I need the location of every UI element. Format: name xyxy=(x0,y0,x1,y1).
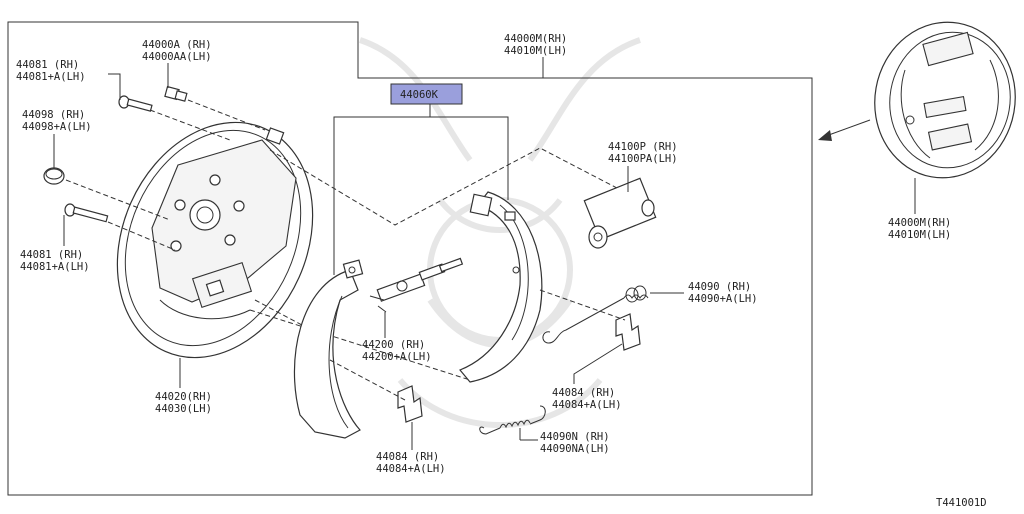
hold-down-clip-left xyxy=(397,385,423,423)
label-clip-right-rh: 44084 (RH) xyxy=(552,387,615,399)
bolt-top xyxy=(118,95,153,112)
nut-top xyxy=(164,85,188,102)
label-bolt-top-lh: 44081+A(LH) xyxy=(16,71,86,83)
label-spring-upper-lh: 44090+A(LH) xyxy=(688,293,758,305)
thumbnail-label-lh: 44010M(LH) xyxy=(888,229,951,241)
label-bolt-top-rh: 44081 (RH) xyxy=(16,59,79,71)
label-backplate-rh: 44020(RH) xyxy=(155,391,212,403)
label-backplate-lh: 44030(LH) xyxy=(155,403,212,415)
brake-shoe-right xyxy=(459,191,543,383)
label-adjuster-lh: 44200+A(LH) xyxy=(362,351,432,363)
label-bolt-bottom-lh: 44081+A(LH) xyxy=(20,261,90,273)
assembled-brake-thumbnail xyxy=(874,21,1016,179)
leader-shoe-set xyxy=(333,104,509,275)
label-nut-top-rh: 44000A (RH) xyxy=(142,39,212,51)
thumbnail-arrow xyxy=(825,119,871,137)
thumbnail-label-rh: 44000M(RH) xyxy=(888,217,951,229)
rubber-plug xyxy=(43,167,65,185)
return-spring-lower xyxy=(479,405,546,435)
assembly-label-rh: 44000M(RH) xyxy=(504,33,567,45)
assembly-frame xyxy=(7,21,813,496)
label-bolt-bottom-rh: 44081 (RH) xyxy=(20,249,83,261)
return-spring-upper xyxy=(542,285,649,344)
diagram-code: T441001D xyxy=(936,497,987,509)
label-adjuster-rh: 44200 (RH) xyxy=(362,339,425,351)
label-wheel-cyl-rh: 44100P (RH) xyxy=(608,141,678,153)
hold-down-clip-right xyxy=(615,313,641,351)
highlight-box xyxy=(390,83,463,105)
assembly-label-lh: 44010M(LH) xyxy=(504,45,567,57)
label-plug-lh: 44098+A(LH) xyxy=(22,121,92,133)
brake-shoe-left xyxy=(293,259,364,439)
label-spring-upper-rh: 44090 (RH) xyxy=(688,281,751,293)
highlight-number: 44060K xyxy=(400,89,439,101)
arrow-head-icon xyxy=(818,130,832,141)
label-spring-lower-rh: 44090N (RH) xyxy=(540,431,610,443)
label-plug-rh: 44098 (RH) xyxy=(22,109,85,121)
highlight-part-number[interactable]: 44060K xyxy=(390,83,463,105)
bolt-bottom xyxy=(64,203,109,223)
brake-backing-plate xyxy=(116,121,314,359)
adjuster-assembly xyxy=(369,257,464,313)
label-spring-lower-lh: 44090NA(LH) xyxy=(540,443,610,455)
label-clip-left-lh: 44084+A(LH) xyxy=(376,463,446,475)
label-nut-top-lh: 44000AA(LH) xyxy=(142,51,212,63)
label-clip-right-lh: 44084+A(LH) xyxy=(552,399,622,411)
label-clip-left-rh: 44084 (RH) xyxy=(376,451,439,463)
wheel-cylinder xyxy=(583,177,657,249)
label-wheel-cyl-lh: 44100PA(LH) xyxy=(608,153,678,165)
